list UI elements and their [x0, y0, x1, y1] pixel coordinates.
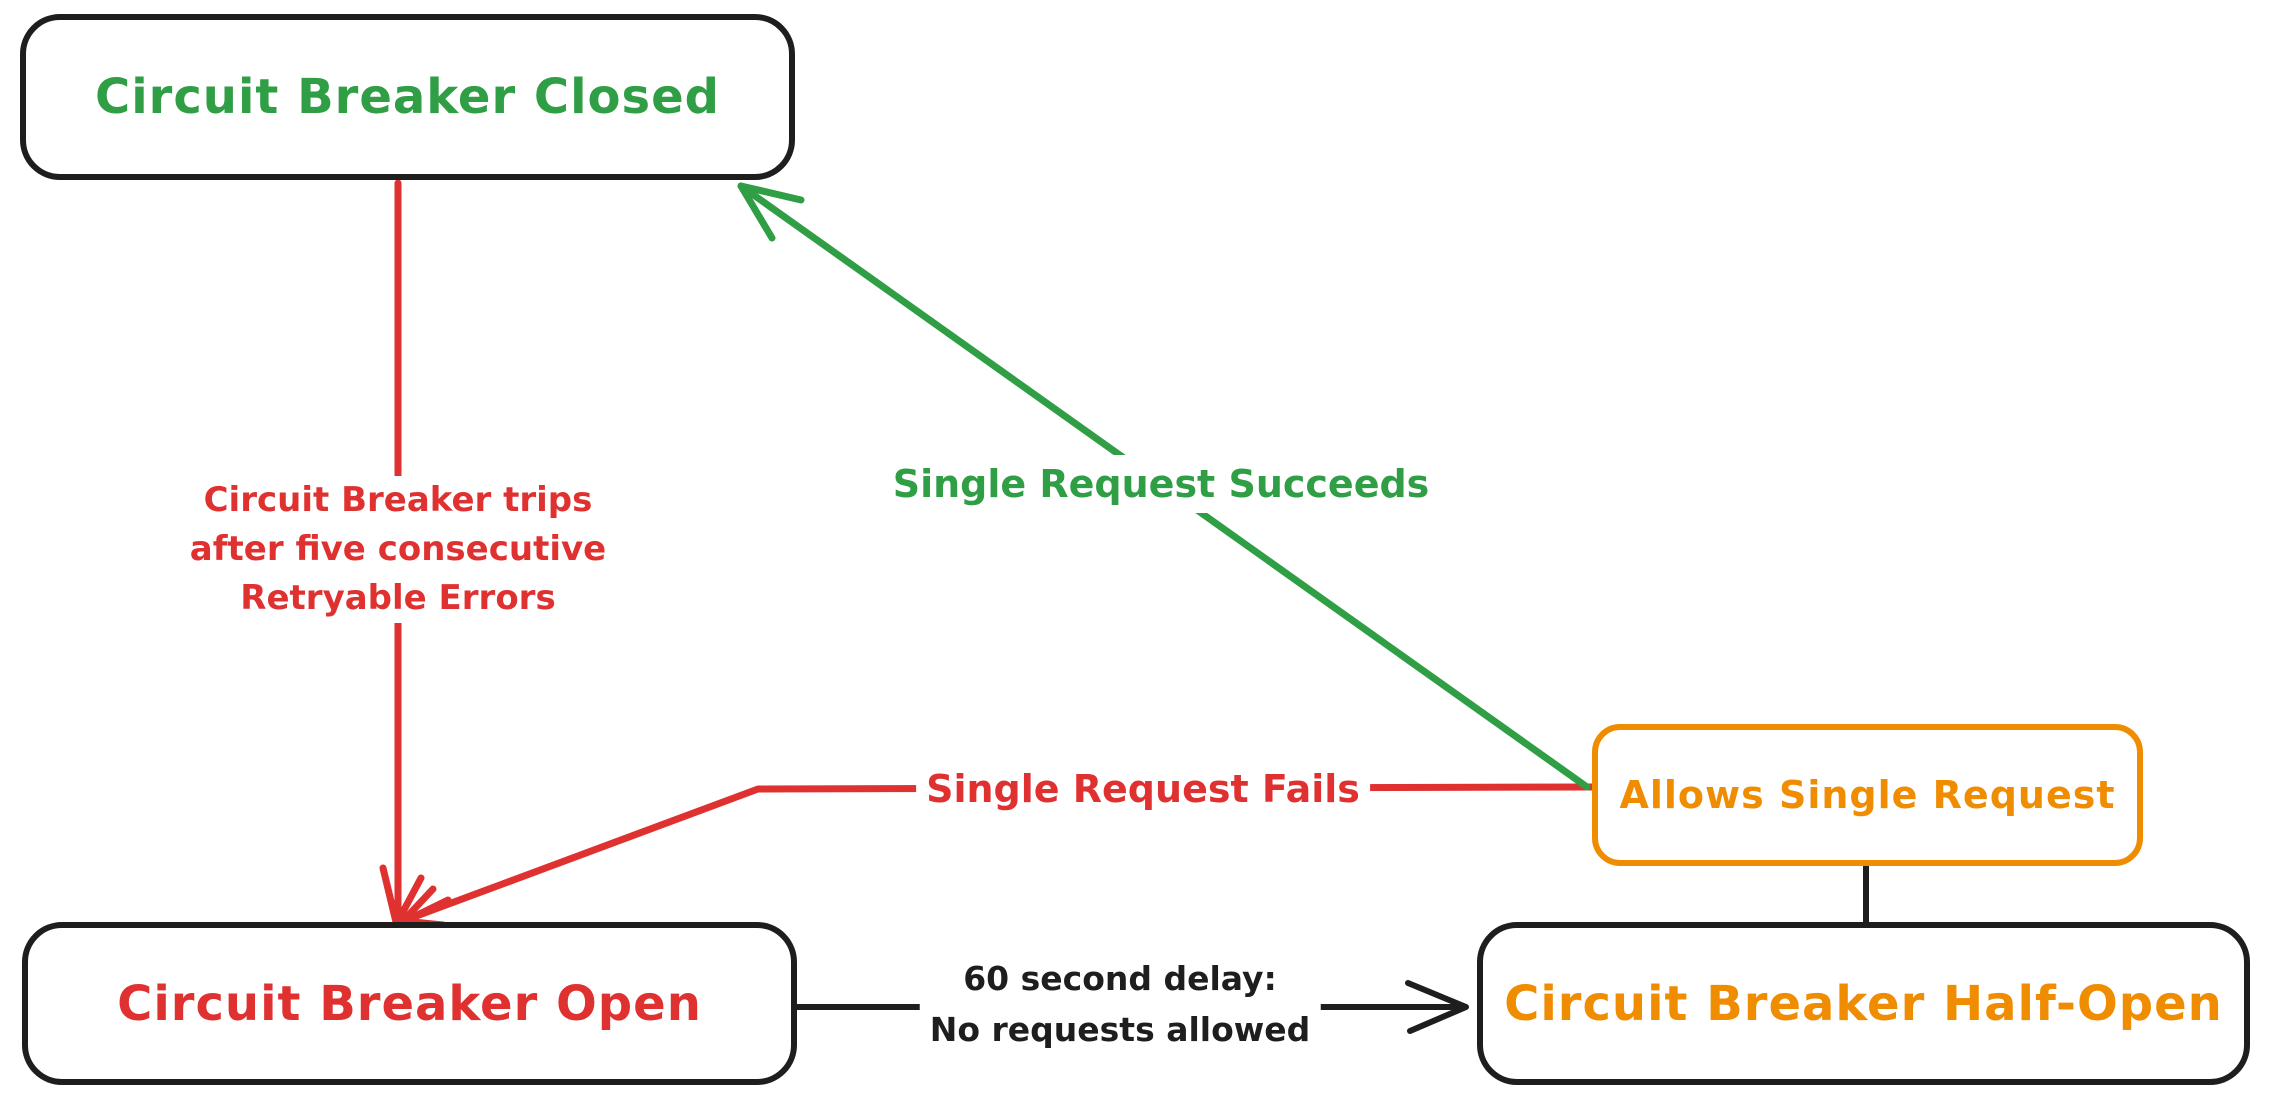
edge-label-trip-line3: Retryable Errors [240, 578, 556, 618]
node-circuit-breaker-open: Circuit Breaker Open [22, 922, 797, 1085]
edge-label-trip-line2: after five consecutive [189, 529, 607, 569]
node-circuit-breaker-closed-label: Circuit Breaker Closed [95, 69, 720, 125]
edge-label-delay: 60 second delay: No requests allowed [919, 953, 1321, 1055]
edge-label-trip: Circuit Breaker trips after five consecu… [179, 476, 617, 623]
edge-label-delay-line1: 60 second delay: [963, 959, 1277, 998]
node-circuit-breaker-half-open-label: Circuit Breaker Half-Open [1504, 975, 2223, 1032]
node-circuit-breaker-open-label: Circuit Breaker Open [117, 975, 702, 1032]
edge-label-delay-line2: No requests allowed [929, 1010, 1311, 1049]
edge-label-fails: Single Request Fails [916, 761, 1370, 817]
edge-label-succeeds: Single Request Succeeds [882, 455, 1440, 513]
node-circuit-breaker-closed: Circuit Breaker Closed [20, 14, 795, 180]
edge-label-trip-line1: Circuit Breaker trips [203, 480, 593, 520]
node-circuit-breaker-half-open: Circuit Breaker Half-Open [1477, 922, 2250, 1085]
node-allows-single-request: Allows Single Request [1592, 724, 2143, 866]
node-allows-single-request-label: Allows Single Request [1619, 773, 2116, 817]
